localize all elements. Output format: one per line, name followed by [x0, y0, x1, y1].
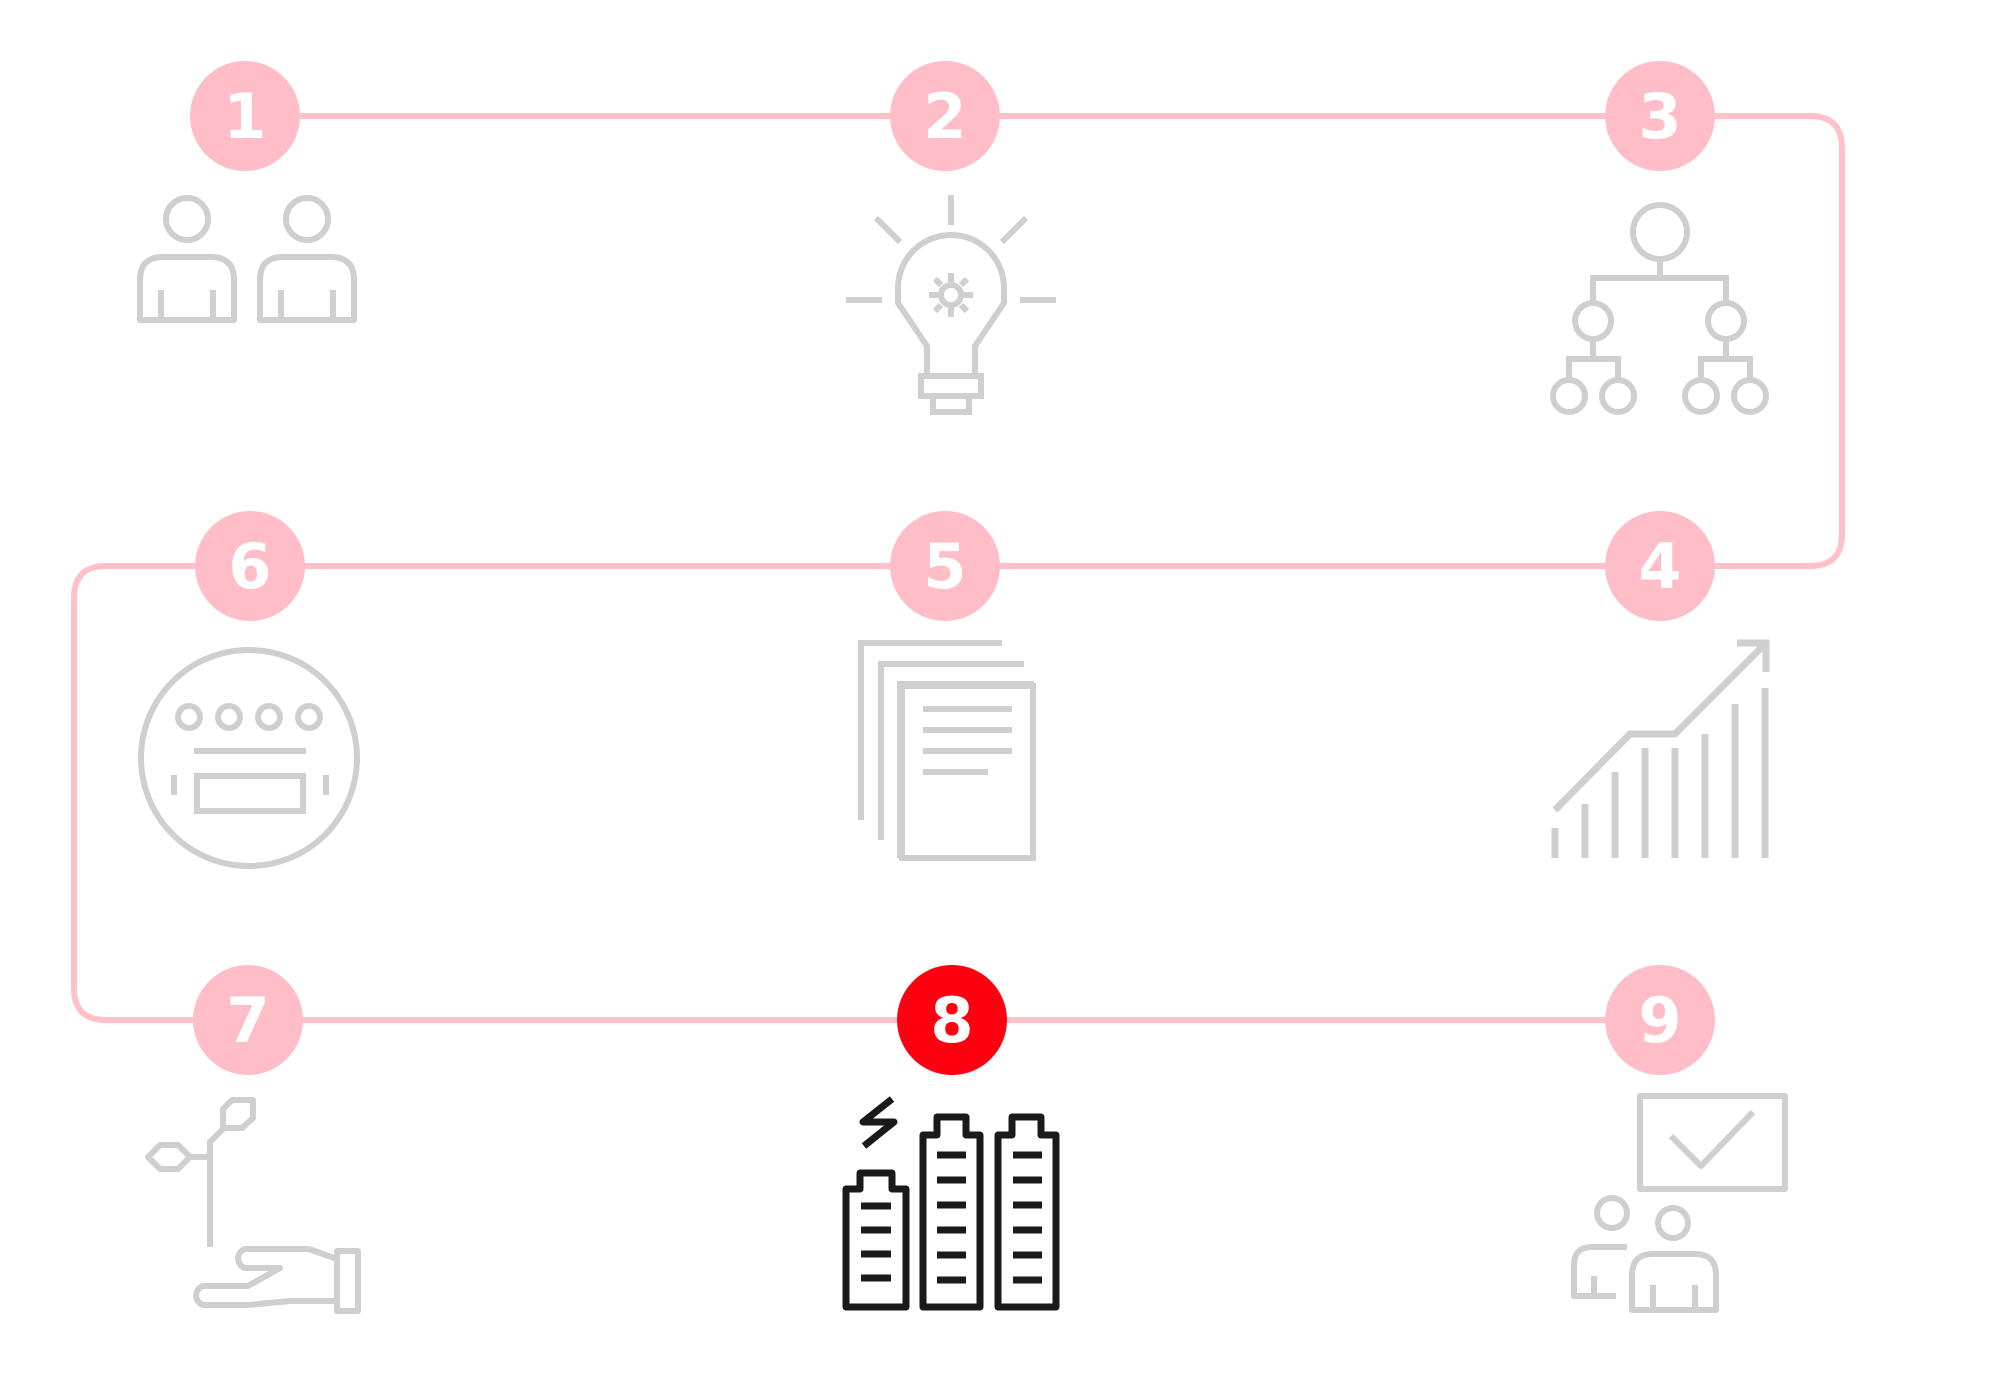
step-badge-3: 3 — [1605, 61, 1715, 171]
step-number: 3 — [1638, 80, 1681, 153]
step-number: 6 — [228, 530, 271, 603]
growth-chart-icon — [1551, 639, 1770, 858]
step-badge-7: 7 — [193, 965, 303, 1075]
step-number: 1 — [223, 80, 266, 153]
hierarchy-icon — [1550, 202, 1769, 415]
badge-circle — [890, 511, 1000, 621]
meter-icon — [138, 647, 360, 869]
badge-circle — [1605, 511, 1715, 621]
step-number: 7 — [226, 984, 269, 1057]
presentation-approval-icon — [1571, 1093, 1788, 1313]
badge-circle — [193, 965, 303, 1075]
team-icon — [137, 195, 357, 323]
badge-circle — [1605, 965, 1715, 1075]
badge-circle — [190, 61, 300, 171]
step-number: 4 — [1638, 530, 1681, 603]
step-number: 8 — [930, 984, 973, 1057]
badge-circle — [1605, 61, 1715, 171]
documents-icon — [858, 640, 1036, 861]
step-badge-5: 5 — [890, 511, 1000, 621]
badge-circle — [195, 511, 305, 621]
step-badge-6: 6 — [195, 511, 305, 621]
step-badge-4: 4 — [1605, 511, 1715, 621]
step-badge-1: 1 — [190, 61, 300, 171]
badge-circle — [890, 61, 1000, 171]
batteries-icon — [842, 1096, 1060, 1311]
hand-plant-icon — [145, 1097, 361, 1314]
badge-circle-active — [897, 965, 1007, 1075]
step-badge-8: 8 — [897, 965, 1007, 1075]
idea-bulb-icon — [846, 195, 1056, 415]
step-badge-9: 9 — [1605, 965, 1715, 1075]
step-number: 9 — [1638, 984, 1681, 1057]
step-number: 2 — [923, 80, 966, 153]
step-number: 5 — [923, 530, 966, 603]
step-badge-2: 2 — [890, 61, 1000, 171]
